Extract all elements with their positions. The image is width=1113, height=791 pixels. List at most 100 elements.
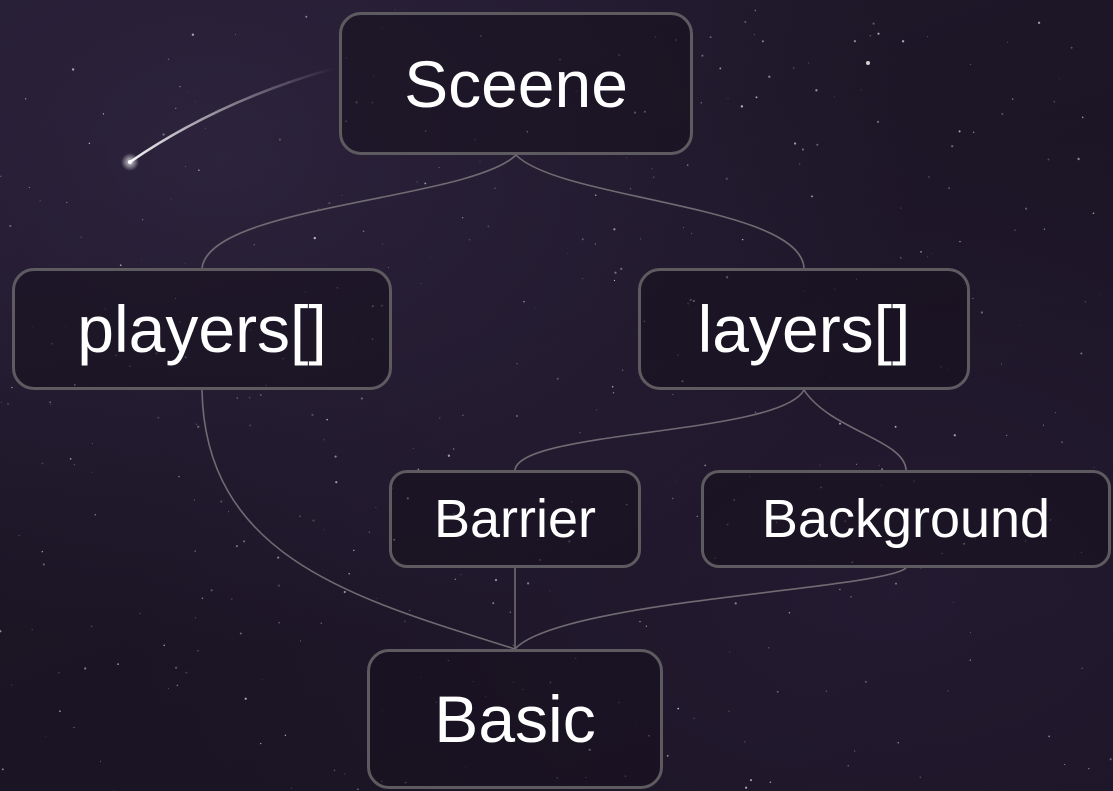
- background-star: [326, 418, 328, 421]
- background-star: [743, 741, 746, 743]
- background-star: [700, 102, 703, 104]
- background-star: [193, 499, 195, 501]
- background-star: [0, 401, 2, 403]
- background-star: [313, 236, 316, 240]
- background-star: [1084, 300, 1087, 303]
- background-star: [84, 667, 87, 670]
- background-star: [900, 207, 902, 209]
- background-star: [872, 22, 875, 25]
- background-star: [320, 622, 322, 624]
- background-star: [141, 218, 144, 221]
- background-star: [709, 36, 712, 39]
- background-star: [376, 598, 378, 600]
- background-star: [262, 679, 264, 681]
- background-star: [932, 253, 933, 255]
- background-star: [260, 742, 262, 745]
- background-star: [487, 225, 490, 228]
- background-star: [204, 127, 207, 130]
- background-star: [776, 690, 779, 693]
- node-barrier: Barrier: [389, 470, 641, 568]
- background-star: [948, 187, 950, 189]
- background-star: [179, 85, 181, 88]
- background-star: [959, 240, 961, 243]
- background-star: [1093, 467, 1095, 468]
- background-star: [417, 468, 420, 471]
- background-star: [42, 563, 45, 566]
- background-star: [980, 311, 984, 314]
- background-star: [41, 550, 44, 553]
- background-star: [770, 67, 772, 68]
- background-star: [197, 649, 199, 652]
- background-star: [740, 105, 744, 108]
- background-star: [725, 177, 728, 180]
- background-star: [825, 397, 826, 399]
- background-star: [788, 611, 791, 614]
- background-star: [424, 182, 427, 185]
- background-star: [18, 534, 20, 537]
- background-star: [196, 423, 198, 425]
- background-star: [855, 463, 857, 465]
- background-star: [1037, 21, 1041, 24]
- background-star: [847, 765, 849, 767]
- background-star: [164, 692, 166, 694]
- background-star: [807, 62, 810, 64]
- edge-sceene-players: [201, 154, 517, 269]
- background-star: [1043, 228, 1046, 230]
- background-star: [594, 194, 597, 196]
- background-star: [210, 589, 213, 592]
- background-star: [672, 393, 674, 396]
- background-star: [194, 550, 197, 553]
- background-star: [80, 236, 82, 238]
- background-star: [750, 779, 752, 782]
- background-star: [653, 176, 655, 178]
- background-star: [290, 787, 292, 789]
- background-star: [335, 481, 338, 484]
- background-star: [178, 475, 180, 478]
- background-star: [1064, 763, 1066, 766]
- background-star: [515, 414, 519, 418]
- background-star: [549, 590, 551, 592]
- background-star: [860, 89, 862, 91]
- background-star: [675, 480, 676, 482]
- background-star: [639, 620, 641, 623]
- background-star: [141, 258, 142, 260]
- background-star: [920, 567, 922, 569]
- background-star: [362, 230, 365, 233]
- background-star: [1100, 294, 1102, 295]
- background-star: [1053, 101, 1055, 103]
- background-star: [353, 549, 355, 552]
- background-star: [671, 497, 674, 500]
- edge-layers-barrier: [514, 389, 805, 471]
- background-star: [928, 176, 930, 178]
- background-star: [919, 776, 921, 778]
- background-star: [235, 545, 238, 548]
- background-star: [810, 195, 814, 198]
- background-star: [529, 631, 531, 633]
- background-star: [691, 232, 693, 234]
- background-star: [920, 251, 922, 253]
- background-star: [197, 425, 200, 428]
- background-star: [408, 609, 411, 612]
- background-star: [947, 690, 949, 692]
- background-star: [341, 194, 343, 196]
- background-star: [793, 142, 797, 145]
- background-star: [516, 363, 518, 365]
- background-star: [754, 9, 757, 12]
- background-star: [494, 187, 496, 190]
- background-star: [176, 684, 179, 687]
- shooting-star: [129, 66, 336, 164]
- background-star: [249, 424, 252, 427]
- background-star: [825, 690, 828, 692]
- background-star: [328, 201, 331, 205]
- background-star: [881, 468, 883, 470]
- background-star: [198, 169, 200, 171]
- background-star: [512, 644, 515, 646]
- background-star: [613, 228, 616, 231]
- background-star: [194, 101, 196, 103]
- background-star: [755, 96, 758, 99]
- background-star: [167, 58, 170, 60]
- background-star: [927, 256, 928, 258]
- background-star: [838, 422, 842, 425]
- background-star: [194, 617, 196, 619]
- background-star: [66, 202, 68, 204]
